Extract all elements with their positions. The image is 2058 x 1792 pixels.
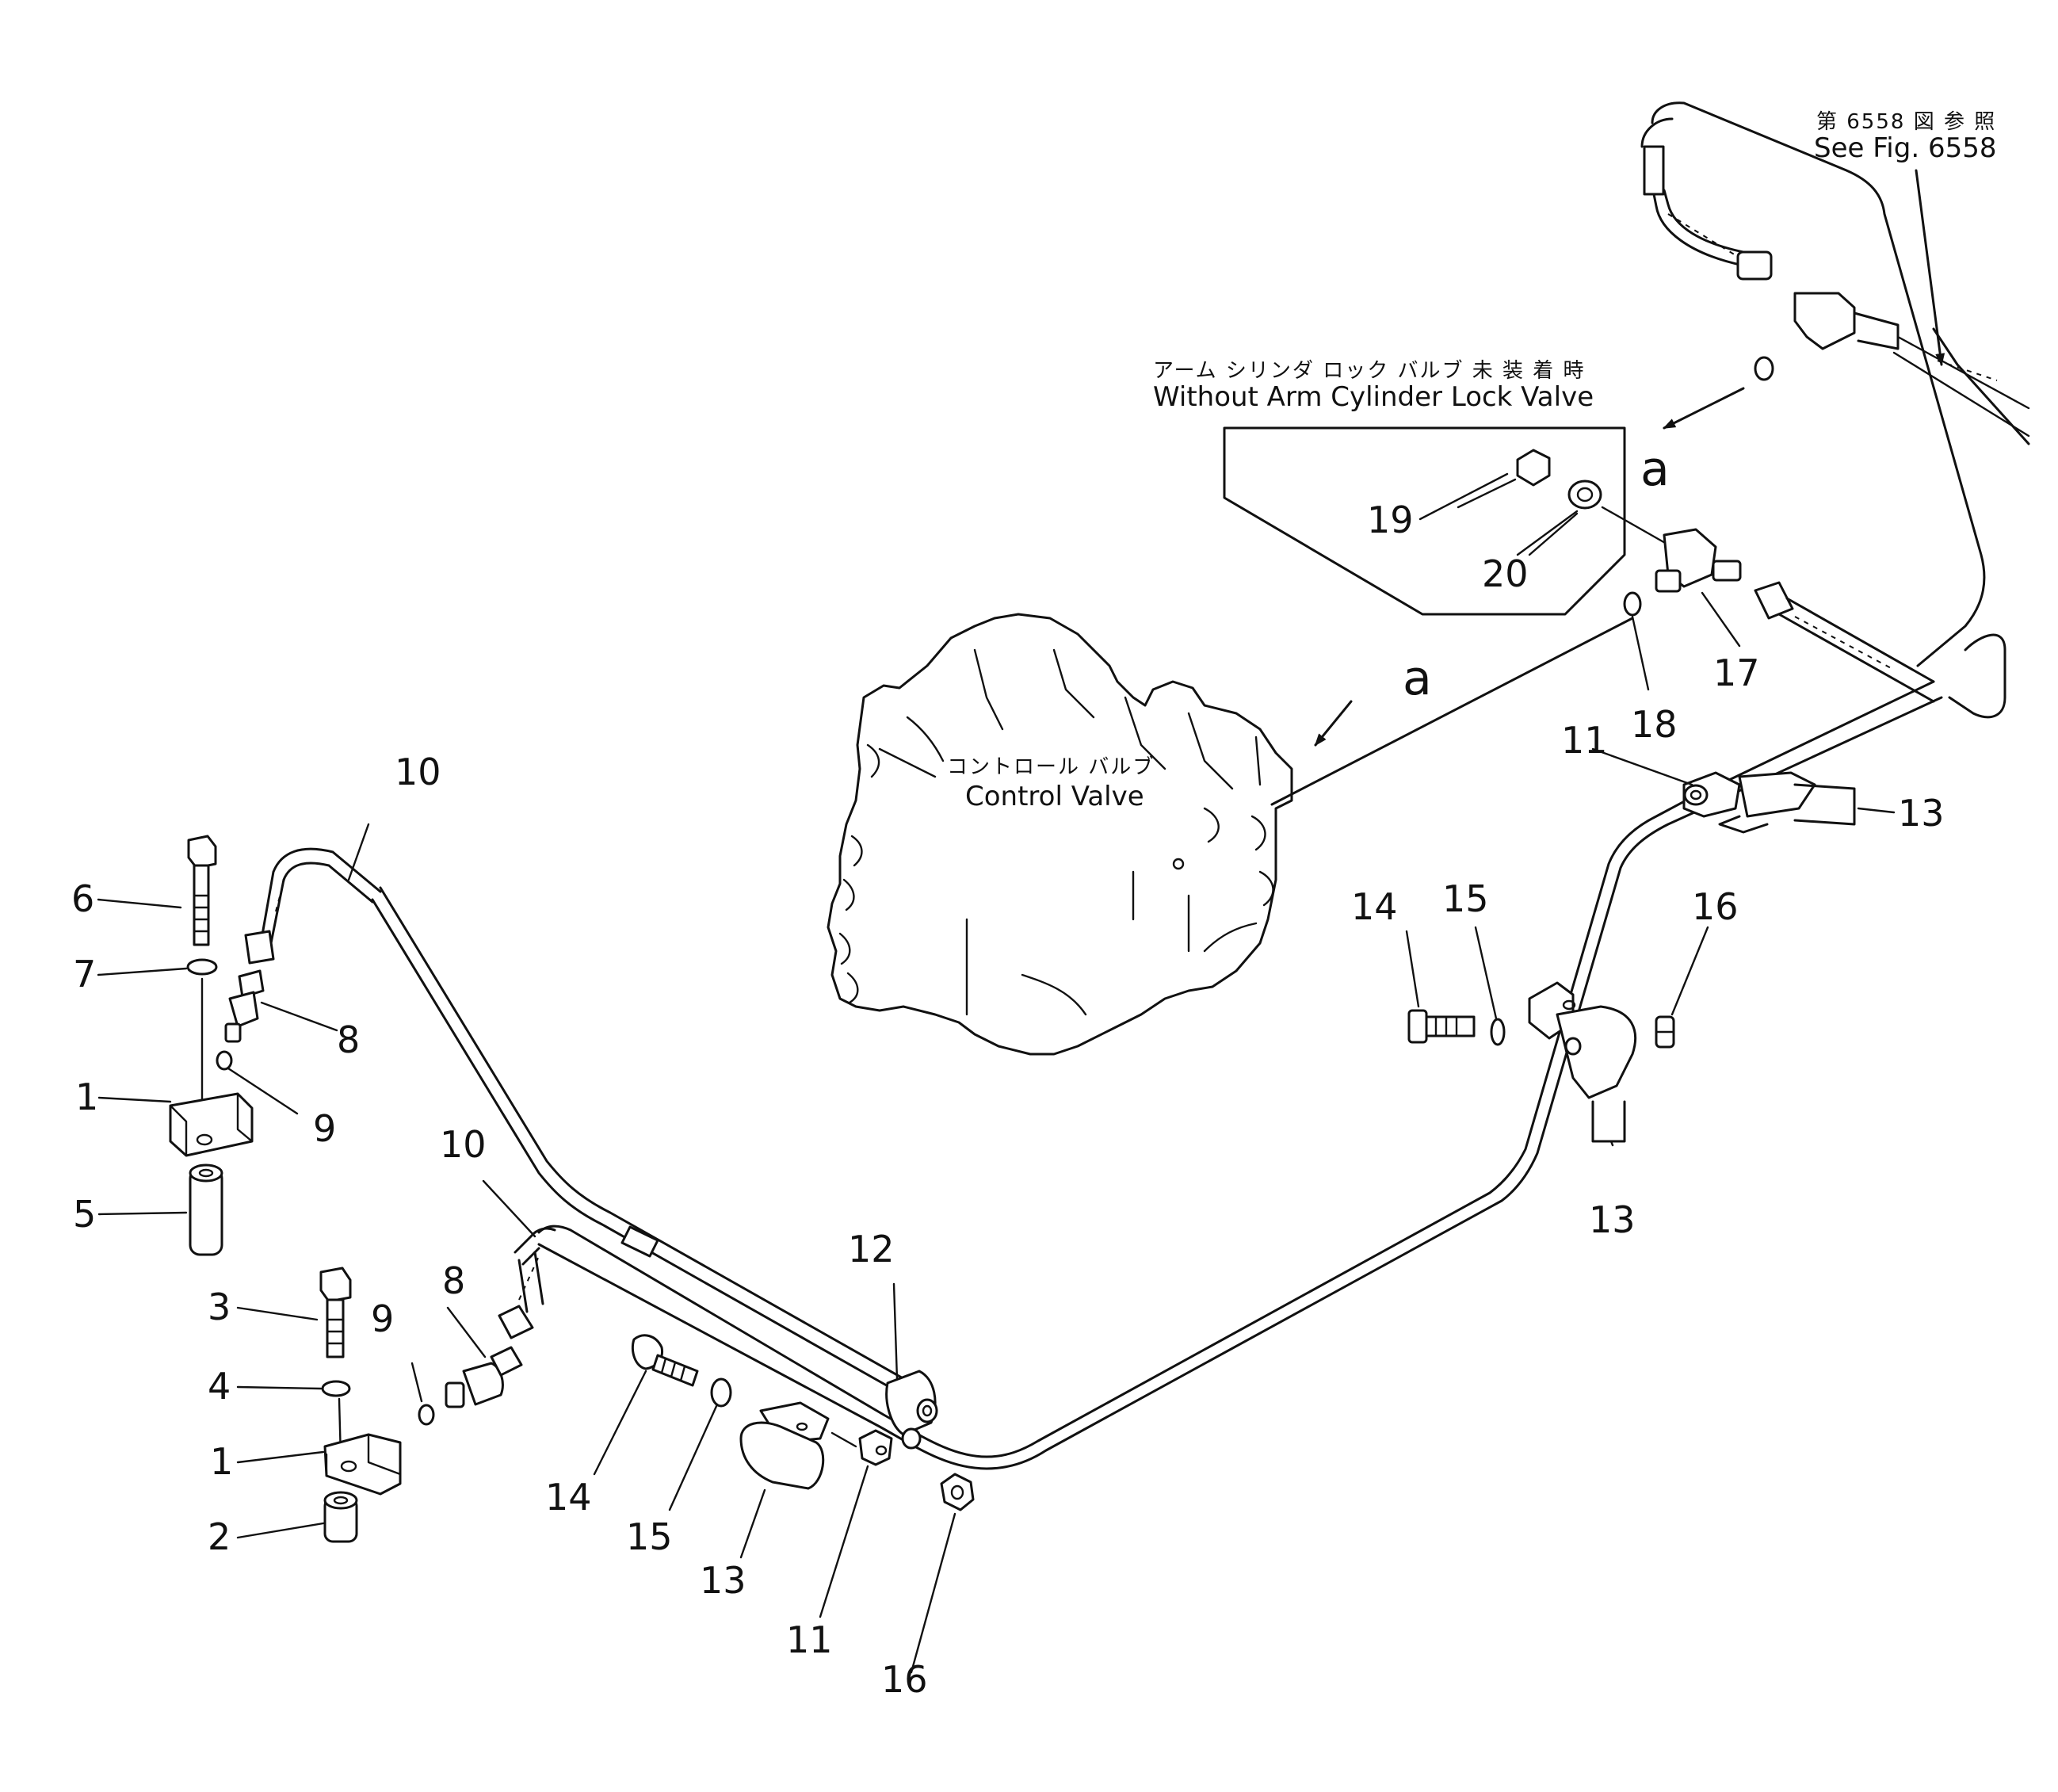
part-11-clamp-lower bbox=[858, 1429, 893, 1466]
leader-lines bbox=[97, 591, 1896, 1674]
callout-3: 3 bbox=[208, 1286, 231, 1328]
part-8-elbow-upper bbox=[224, 969, 265, 1043]
callout-12: 12 bbox=[848, 1228, 895, 1270]
part-2-spacer bbox=[323, 1491, 358, 1543]
option-box-frame bbox=[1223, 426, 1626, 616]
callout-18: 18 bbox=[1631, 703, 1678, 746]
control-valve-body bbox=[827, 613, 1293, 1056]
control-valve-label-jp: コントロール バルブ bbox=[947, 755, 1155, 779]
option-box-title-jp: アーム シリンダ ロック バルブ 未 装 着 時 bbox=[1153, 359, 1586, 383]
callout-14-lower: 14 bbox=[545, 1476, 592, 1519]
view-marker-a-cv: a bbox=[1403, 651, 1432, 706]
hose-end-right bbox=[1754, 581, 1935, 703]
part-3-bolt bbox=[319, 1267, 352, 1358]
callout-8-upper: 8 bbox=[337, 1018, 360, 1061]
callout-16-right: 16 bbox=[1692, 885, 1739, 928]
part-14-bolt-right bbox=[1407, 1009, 1476, 1044]
part-20-plug bbox=[1567, 480, 1602, 510]
callout-9-upper: 9 bbox=[313, 1107, 336, 1150]
part-16-nut-right bbox=[1655, 1015, 1675, 1049]
part-4-washer bbox=[321, 1380, 351, 1397]
part-5-spacer bbox=[189, 1163, 223, 1256]
callout-20: 20 bbox=[1482, 552, 1529, 595]
callout-16-lower: 16 bbox=[881, 1658, 928, 1701]
upper-pipe-assembly: a bbox=[1640, 101, 2030, 719]
part-17-tee bbox=[1655, 528, 1742, 593]
part-15-washer-right bbox=[1490, 1018, 1506, 1046]
see-fig-jp-label: 第 6558 図 参 照 bbox=[1816, 110, 1996, 134]
callout-13-lower: 13 bbox=[700, 1559, 746, 1602]
part-15-washer-lower bbox=[710, 1377, 732, 1408]
callout-5: 5 bbox=[73, 1193, 96, 1236]
part-1-block-lower bbox=[323, 1433, 402, 1496]
view-arrow-a-cv bbox=[1314, 700, 1353, 747]
main-pipe-lines bbox=[371, 680, 1943, 1470]
part-18-o-ring bbox=[1623, 591, 1642, 617]
callout-13-upper: 13 bbox=[1898, 792, 1945, 835]
part-6-bolt bbox=[187, 835, 217, 946]
option-box-title-en: Without Arm Cylinder Lock Valve bbox=[1153, 381, 1594, 413]
part-7-washer bbox=[186, 958, 218, 976]
callout-1-upper: 1 bbox=[75, 1076, 98, 1118]
callout-19: 19 bbox=[1367, 499, 1414, 541]
callout-11-upper: 11 bbox=[1561, 719, 1608, 762]
part-16-nut-lower bbox=[940, 1473, 975, 1511]
callout-13-right: 13 bbox=[1589, 1198, 1636, 1241]
see-fig-en-label: See Fig. 6558 bbox=[1814, 132, 1996, 164]
callout-6: 6 bbox=[71, 877, 94, 920]
callout-8-lower: 8 bbox=[442, 1259, 465, 1302]
part-9-o-ring-lower bbox=[418, 1404, 435, 1426]
part-13-clamp-lower bbox=[739, 1401, 830, 1490]
callout-7: 7 bbox=[73, 953, 96, 995]
view-marker-a-top: a bbox=[1640, 441, 1670, 497]
part-1-block-upper bbox=[169, 1092, 254, 1157]
see-fig-arrow bbox=[1915, 169, 1945, 366]
callout-11-lower: 11 bbox=[786, 1618, 833, 1661]
part-9-o-ring-upper bbox=[216, 1050, 233, 1071]
callout-10-upper: 10 bbox=[395, 751, 441, 793]
view-arrow-a-top bbox=[1663, 387, 1745, 430]
callout-17: 17 bbox=[1713, 651, 1760, 694]
callout-numbers: 6 7 8 9 1 5 10 10 3 9 8 4 1 2 14 15 13 1… bbox=[71, 499, 1945, 1701]
part-8-elbow-lower bbox=[445, 1346, 523, 1408]
part-13-clamp-upper bbox=[1718, 771, 1856, 834]
part-11-clamp-upper bbox=[1682, 771, 1741, 818]
callout-4: 4 bbox=[208, 1365, 231, 1408]
part-10-hose-lower bbox=[498, 1227, 556, 1339]
control-valve-label-en: Control Valve bbox=[965, 781, 1144, 812]
callout-10-lower: 10 bbox=[440, 1123, 487, 1166]
part-19-nut bbox=[1516, 449, 1551, 487]
part-12-clamp bbox=[885, 1370, 938, 1450]
callout-15-right: 15 bbox=[1442, 877, 1489, 920]
part-10-hose-upper bbox=[244, 847, 382, 965]
part-13-clamp-right bbox=[1528, 981, 1637, 1143]
callout-1-lower: 1 bbox=[210, 1440, 233, 1483]
callout-15-lower: 15 bbox=[626, 1515, 673, 1558]
callout-2: 2 bbox=[208, 1515, 231, 1558]
part-14-bolt-lower bbox=[631, 1334, 699, 1387]
callout-14-right: 14 bbox=[1351, 885, 1398, 928]
callout-9-lower: 9 bbox=[371, 1297, 394, 1340]
